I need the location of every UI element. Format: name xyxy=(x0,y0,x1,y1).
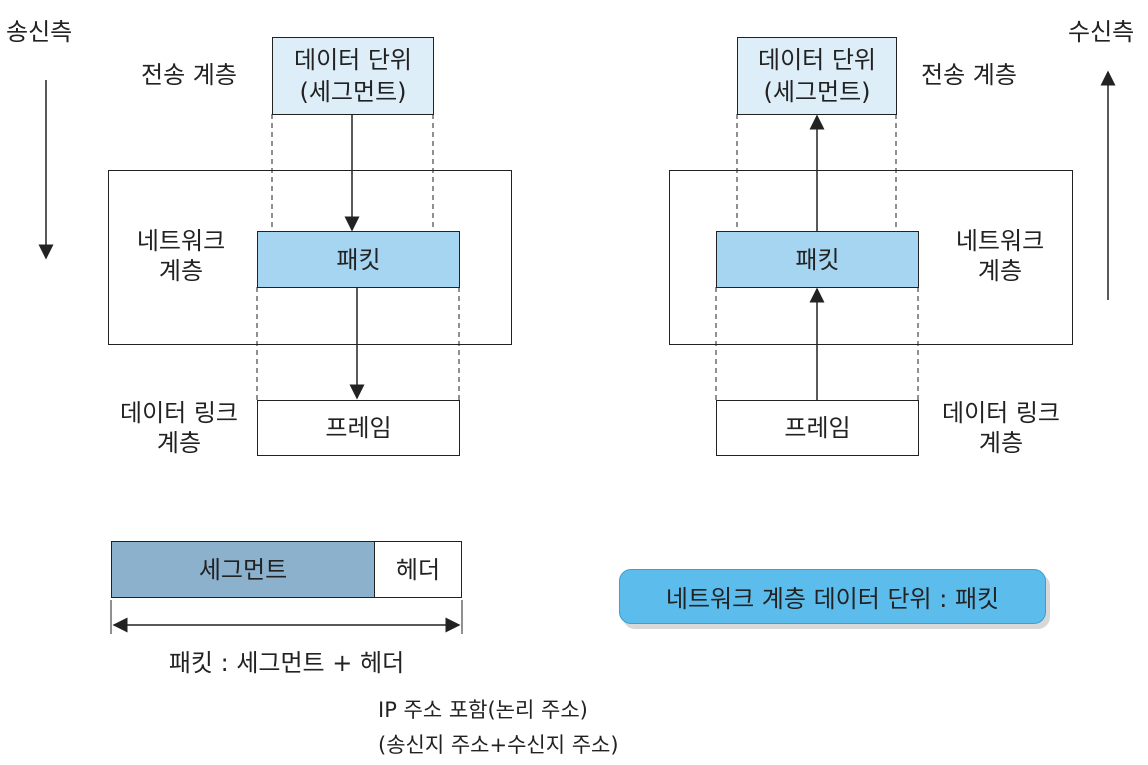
receiver-dashed-guides xyxy=(715,114,919,400)
ip-address-note-line2: (송신지 주소+수신지 주소) xyxy=(378,733,619,757)
header-block: 헤더 xyxy=(374,541,462,598)
sender-datalink-layer-label: 데이터 링크 계층 xyxy=(100,398,258,458)
sender-network-layer-box xyxy=(108,170,512,345)
receiver-direction-label: 수신측 xyxy=(1068,18,1135,46)
segment-block: 세그먼트 xyxy=(111,541,375,598)
data-unit-line1: 데이터 단위 xyxy=(293,46,413,74)
sender-transport-layer-label: 전송 계층 xyxy=(141,61,237,89)
data-unit-line2: (세그먼트) xyxy=(299,78,407,106)
data-unit-line1: 데이터 단위 xyxy=(757,46,877,74)
receiver-transport-layer-label: 전송 계층 xyxy=(921,61,1017,89)
sender-network-layer-label: 네트워크 계층 xyxy=(122,226,240,286)
data-unit-line2: (세그먼트) xyxy=(763,78,871,106)
receiver-packet-box: 패킷 xyxy=(716,231,919,288)
network-label-line1: 네트워크 xyxy=(955,227,1045,255)
receiver-network-layer-box xyxy=(669,170,1073,345)
network-layer-unit-callout: 네트워크 계층 데이터 단위 : 패킷 xyxy=(619,569,1046,624)
network-label-line1: 네트워크 xyxy=(136,227,226,255)
receiver-data-unit-box: 데이터 단위 (세그먼트) xyxy=(737,37,897,115)
network-label-line2: 계층 xyxy=(158,257,204,285)
receiver-network-layer-label: 네트워크 계층 xyxy=(940,226,1060,286)
receiver-datalink-layer-label: 데이터 링크 계층 xyxy=(924,398,1078,458)
datalink-label-line2: 계층 xyxy=(156,429,202,457)
datalink-label-line1: 데이터 링크 xyxy=(119,399,239,427)
sender-dashed-guides xyxy=(256,114,460,400)
network-label-line2: 계층 xyxy=(977,257,1023,285)
ip-address-note-line1: IP 주소 포함(논리 주소) xyxy=(378,698,588,722)
datalink-label-line1: 데이터 링크 xyxy=(941,399,1061,427)
packet-formula: 패킷 : 세그먼트 + 헤더 xyxy=(168,649,405,677)
receiver-frame-box: 프레임 xyxy=(716,400,919,456)
sender-frame-box: 프레임 xyxy=(257,400,460,456)
sender-data-unit-box: 데이터 단위 (세그먼트) xyxy=(272,37,434,115)
sender-packet-box: 패킷 xyxy=(257,231,460,288)
datalink-label-line2: 계층 xyxy=(978,429,1024,457)
sender-direction-label: 송신측 xyxy=(6,18,73,46)
